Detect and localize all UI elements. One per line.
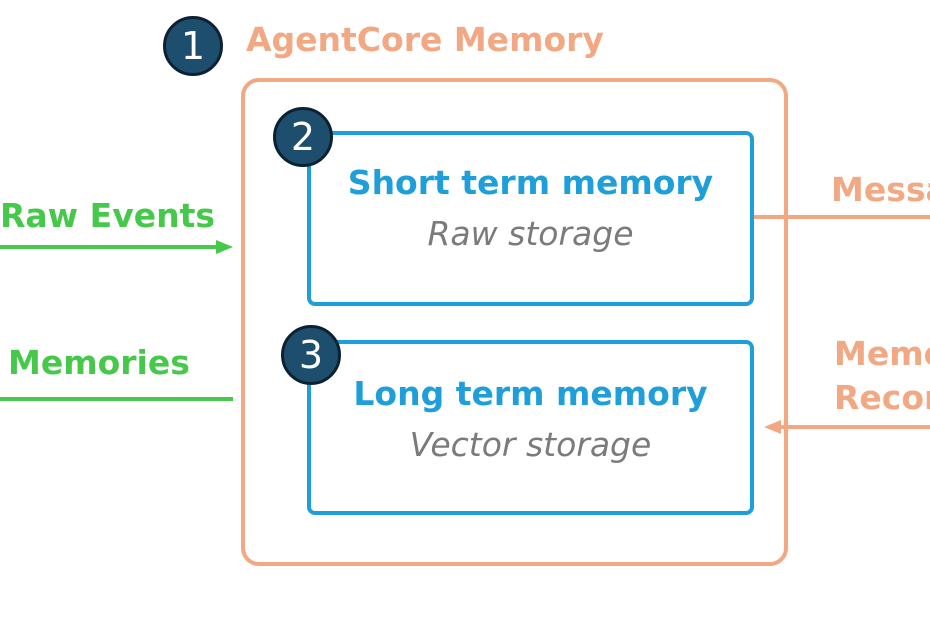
agentcore-memory-title: AgentCore Memory xyxy=(246,20,604,59)
step-1-badge: 1 xyxy=(163,16,223,76)
memory-records-label-line2: Recor xyxy=(834,378,930,417)
memory-records-arrowhead xyxy=(764,420,781,434)
raw-events-arrowhead xyxy=(216,240,233,254)
step-2-badge: 2 xyxy=(273,107,333,167)
agentcore-memory-container xyxy=(241,78,788,566)
short-term-memory-box: Short term memory Raw storage xyxy=(307,131,754,306)
step-3-badge: 3 xyxy=(281,325,341,385)
long-term-memory-title: Long term memory xyxy=(353,374,708,413)
memory-records-label-line1: Memo xyxy=(834,334,930,373)
long-term-memory-subtitle: Vector storage xyxy=(409,425,652,464)
messages-label: Messa xyxy=(831,170,930,209)
long-term-memory-box: Long term memory Vector storage xyxy=(307,340,754,515)
short-term-memory-subtitle: Raw storage xyxy=(427,214,634,253)
memories-label: Memories xyxy=(8,343,190,382)
short-term-memory-title: Short term memory xyxy=(347,163,714,202)
raw-events-label: Raw Events xyxy=(0,196,215,235)
